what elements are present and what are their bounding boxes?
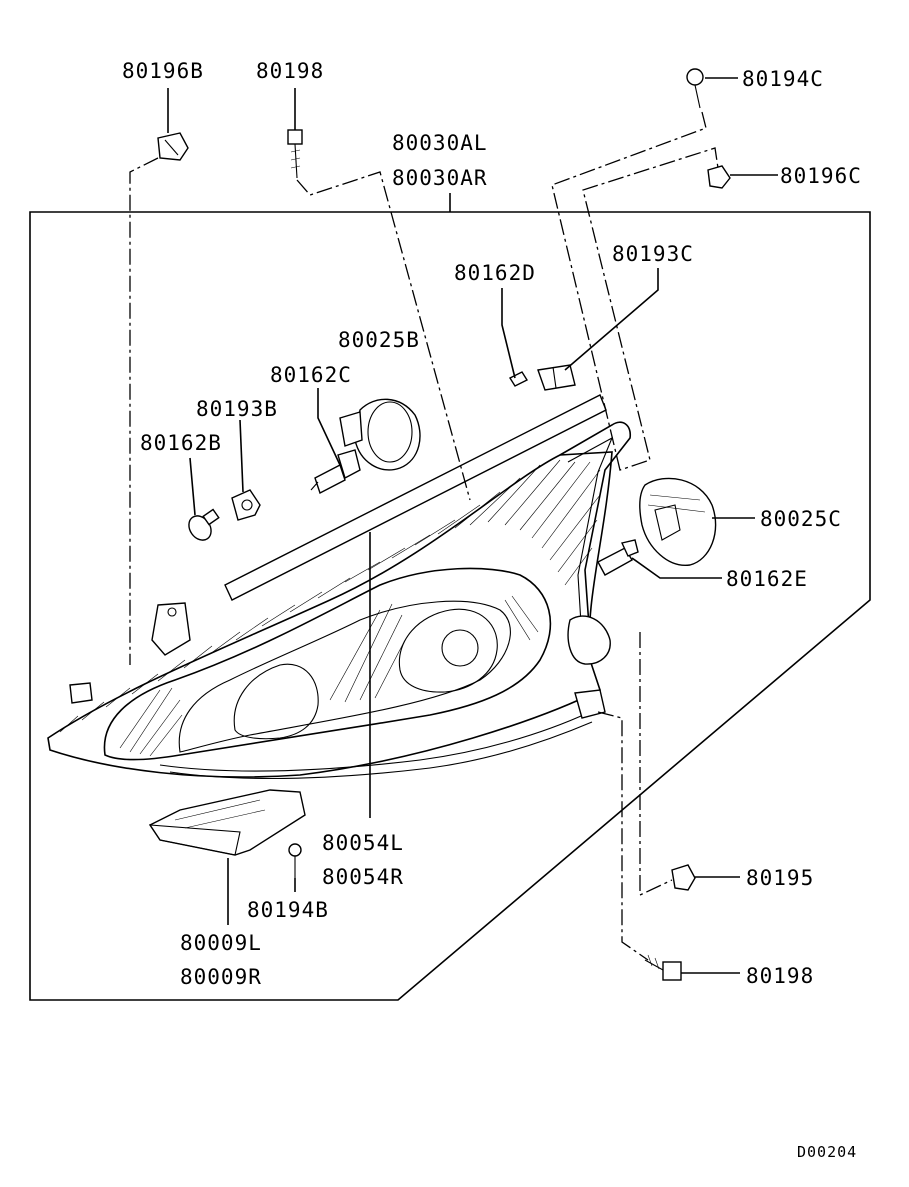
label-80198-bottom: 80198 <box>746 964 814 988</box>
projector-ring <box>398 608 498 693</box>
label-80193C: 80193C <box>612 242 694 266</box>
rear-housing-frame <box>559 421 632 641</box>
low-beam-reflector <box>233 663 319 740</box>
assembly-boundary-frame <box>29 211 871 1001</box>
lower-trim <box>159 711 591 772</box>
part-80162E-bulb <box>597 539 639 576</box>
part-80025B-cover <box>339 398 421 471</box>
part-80009-bracket <box>148 789 306 856</box>
part-80162B-bulb <box>188 508 220 541</box>
top-bracket-hole <box>167 607 177 617</box>
headlamp-assembly <box>47 421 632 779</box>
part-80198-bolt-top <box>287 129 303 179</box>
label-80162B: 80162B <box>140 431 222 455</box>
reflector-hatching <box>119 595 539 757</box>
label-80162C: 80162C <box>270 363 352 387</box>
label-80196B: 80196B <box>122 59 204 83</box>
label-80009L: 80009L <box>180 931 262 955</box>
headlamp-housing-outline <box>47 451 613 778</box>
label-80054R: 80054R <box>322 865 404 889</box>
top-mounting-bracket <box>151 602 191 656</box>
label-80030AR: 80030AR <box>392 166 488 190</box>
label-80054L: 80054L <box>322 831 404 855</box>
part-80025C-cover <box>639 477 717 566</box>
label-80162E: 80162E <box>726 567 808 591</box>
diagram-code: D00204 <box>797 1143 857 1161</box>
lens-hatching <box>59 459 601 733</box>
projector-lens <box>441 629 479 667</box>
label-80030AL: 80030AL <box>392 131 488 155</box>
label-80194B: 80194B <box>247 898 329 922</box>
part-80194C-screw <box>686 68 704 109</box>
lower-trim-2 <box>169 721 593 779</box>
label-80195: 80195 <box>746 866 814 890</box>
label-80196C: 80196C <box>780 164 862 188</box>
rear-housing-frame-inner <box>567 436 614 641</box>
part-80162C-bulb <box>310 449 361 494</box>
reflector-inner <box>178 600 511 753</box>
part-80194B-screw <box>288 843 302 878</box>
part-80196C-nut <box>707 165 731 189</box>
label-80162D: 80162D <box>454 261 536 285</box>
label-80025C: 80025C <box>760 507 842 531</box>
label-80009R: 80009R <box>180 965 262 989</box>
leader-lines <box>129 77 778 974</box>
label-80193B: 80193B <box>196 397 278 421</box>
part-80196B-clip <box>157 132 189 161</box>
part-80193C-socket <box>537 364 576 391</box>
label-80198-top: 80198 <box>256 59 324 83</box>
label-80194C: 80194C <box>742 67 824 91</box>
part-80195-nut <box>671 864 696 891</box>
rear-mounting-tab <box>574 689 606 719</box>
side-mounting-bracket <box>69 682 93 704</box>
part-80193B-socket <box>231 489 261 521</box>
socket-housing <box>567 615 611 665</box>
part-80162D-bulb <box>508 371 529 387</box>
reflector-bowl <box>103 567 552 761</box>
part-80198-bolt-bottom <box>644 954 682 981</box>
label-80025B: 80025B <box>338 328 420 352</box>
